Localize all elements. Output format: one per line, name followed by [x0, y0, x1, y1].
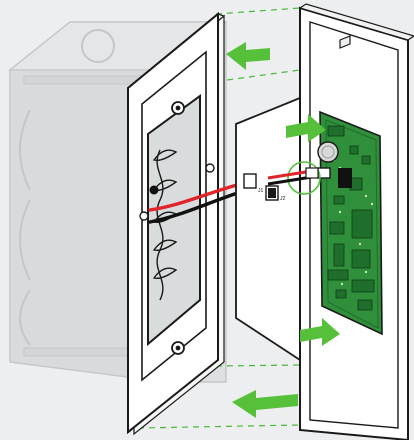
- connector-label-j1: J1: [258, 188, 264, 194]
- coiled-wires: [152, 149, 178, 301]
- coin-battery: [317, 141, 339, 163]
- arrow-left-icon: [226, 42, 298, 418]
- hinged-cover: [298, 3, 414, 440]
- connector-zoom-icon: [267, 161, 321, 195]
- connector-label-j2: J2: [280, 196, 286, 202]
- circuit-board: [317, 110, 383, 336]
- mounting-screws: [139, 101, 215, 355]
- arrow-right-icon: [286, 114, 340, 346]
- back-plate: J1 J2: [235, 96, 301, 362]
- wall-plate: [126, 11, 226, 436]
